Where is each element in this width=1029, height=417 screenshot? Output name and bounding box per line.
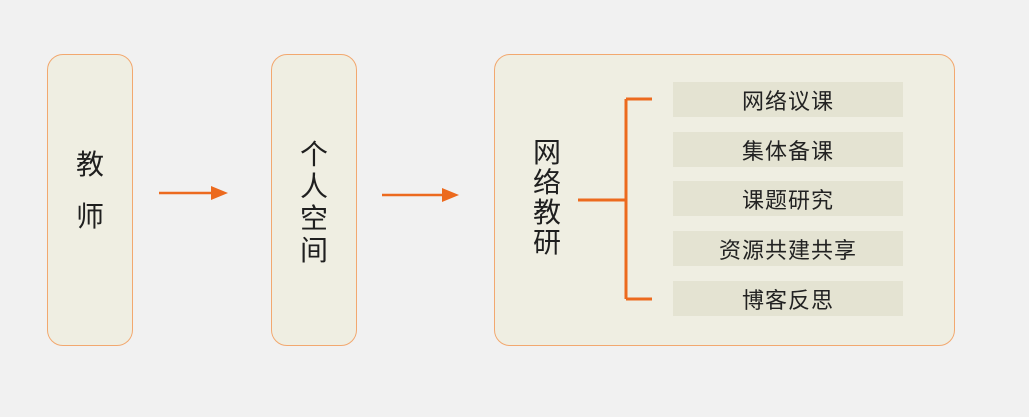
research-item-blog-reflection: 博客反思 [673,281,903,316]
research-item-online-lesson-review: 网络议课 [673,82,903,117]
research-item-topic-research: 课题研究 [673,181,903,216]
network-research-label: 网 络 教 研 [533,139,561,259]
personal-space-box: 个 人 空 间 [271,54,357,346]
teacher-box: 教 师 [47,54,133,346]
personal-space-char: 间 [299,234,328,267]
personal-space-char: 空 [299,202,328,235]
personal-space-char: 人 [299,170,328,203]
network-research-box: 网 络 教 研 网络议课 集体备课 课题研究 资源共建共享 博客反思 [494,54,955,346]
network-research-char: 络 [533,166,562,199]
teacher-char: 师 [75,200,104,233]
research-item-resource-co-building: 资源共建共享 [673,231,903,266]
arrowhead-icon [211,186,228,200]
teacher-char: 教 [75,148,104,181]
personal-space-char: 个 [299,138,328,171]
personal-space-label: 个 人 空 间 [272,141,356,269]
network-research-char: 网 [533,136,562,169]
network-research-char: 教 [533,196,562,229]
research-item-collective-lesson-prep: 集体备课 [673,132,903,167]
teacher-label: 教 师 [48,151,132,231]
arrowhead-icon [442,188,459,202]
network-research-char: 研 [533,226,562,259]
